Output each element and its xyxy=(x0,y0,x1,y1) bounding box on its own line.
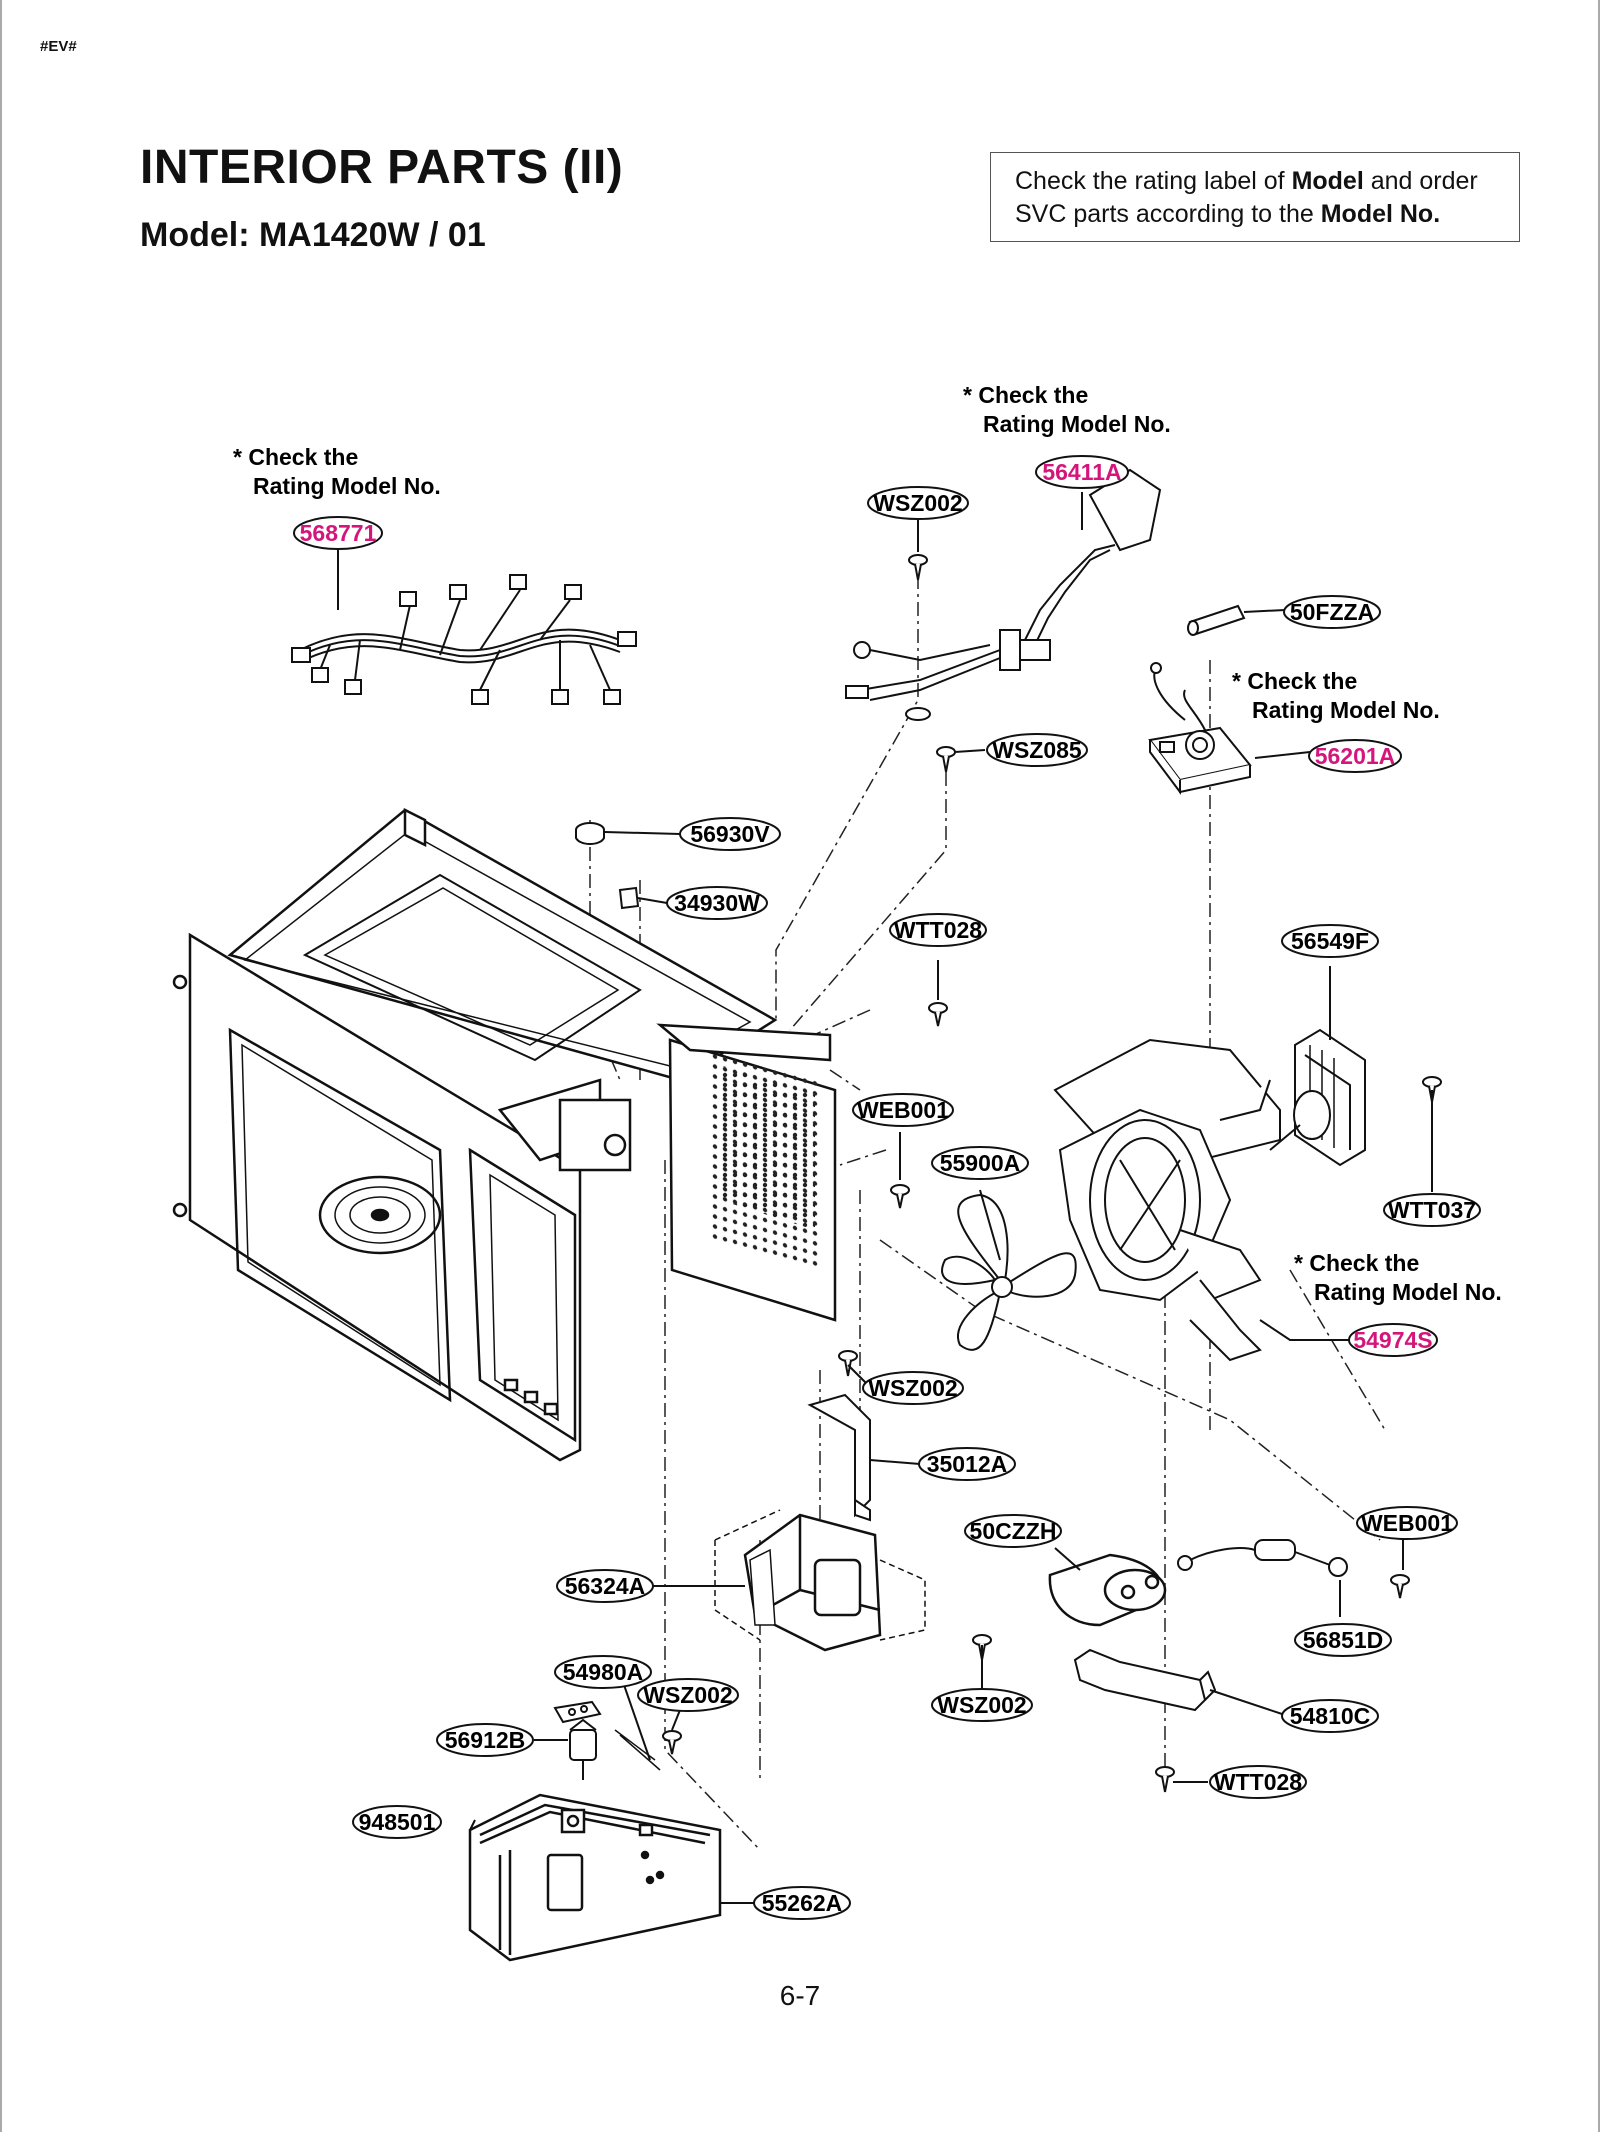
notice-bold-2: Model No. xyxy=(1320,200,1441,228)
vent-holes xyxy=(720,1065,815,1230)
part-label-WSZ085: WSZ085 xyxy=(986,733,1088,767)
part-label-56851D: 56851D xyxy=(1294,1623,1392,1657)
stirrer-motor-part xyxy=(553,1700,661,1780)
part-label-50CZZH: 50CZZH xyxy=(964,1514,1062,1548)
svg-text:WEB001: WEB001 xyxy=(1361,1510,1453,1536)
fuse-part xyxy=(1187,604,1246,636)
page-border-right xyxy=(1598,0,1600,2132)
svg-text:56549F: 56549F xyxy=(1291,928,1369,954)
svg-text:50CZZH: 50CZZH xyxy=(970,1518,1057,1544)
svg-text:WSZ002: WSZ002 xyxy=(643,1682,732,1708)
part-label-WTT028-a: WTT028 xyxy=(889,913,987,947)
note-1-line1: * Check the xyxy=(233,444,358,470)
part-label-WSZ002-c: WSZ002 xyxy=(637,1678,739,1712)
svg-text:54810C: 54810C xyxy=(1290,1703,1371,1729)
transformer-bracket-part xyxy=(807,1393,871,1522)
part-label-54980A: 54980A xyxy=(554,1655,652,1689)
noise-filter-part xyxy=(1148,662,1252,795)
svg-text:35012A: 35012A xyxy=(927,1451,1008,1477)
part-label-56930V: 56930V xyxy=(679,817,781,851)
svg-text:WSZ002: WSZ002 xyxy=(873,490,962,516)
stirrer-cover-part xyxy=(468,1793,722,1962)
part-label-54974S: 54974S xyxy=(1348,1323,1438,1357)
note-4-line1: * Check the xyxy=(1294,1250,1419,1276)
screw-parts xyxy=(662,554,1442,1793)
part-label-55262A: 55262A xyxy=(753,1886,851,1920)
part-label-WTT028-b: WTT028 xyxy=(1209,1765,1307,1799)
notice-text-1: Check the rating label of xyxy=(1015,167,1292,195)
part-label-54810C: 54810C xyxy=(1281,1699,1379,1733)
svg-text:56201A: 56201A xyxy=(1315,743,1396,769)
svg-text:34930W: 34930W xyxy=(674,890,760,916)
part-label-34930W: 34930W xyxy=(666,886,768,920)
svg-text:WEB001: WEB001 xyxy=(857,1097,949,1123)
wire-harness-part xyxy=(291,574,637,705)
svg-text:56912B: 56912B xyxy=(445,1727,526,1753)
note-3-line1: * Check the xyxy=(1232,668,1357,694)
part-label-56201A: 56201A xyxy=(1308,739,1402,773)
page-border-left xyxy=(0,0,2,2132)
leader-lines xyxy=(337,492,1433,1904)
part-label-948501: 948501 xyxy=(352,1805,442,1839)
svg-text:948501: 948501 xyxy=(359,1809,436,1835)
note-2-line2: Rating Model No. xyxy=(983,411,1171,437)
svg-text:55262A: 55262A xyxy=(762,1890,843,1916)
notice-bold-1: Model xyxy=(1291,167,1364,195)
note-3-line2: Rating Model No. xyxy=(1252,697,1440,723)
svg-text:WTT028: WTT028 xyxy=(894,917,982,943)
svg-text:54980A: 54980A xyxy=(563,1659,644,1685)
svg-text:WSZ085: WSZ085 xyxy=(992,737,1082,763)
page-number: 6-7 xyxy=(779,1980,821,2011)
part-label-35012A: 35012A xyxy=(918,1447,1016,1481)
svg-text:WTT037: WTT037 xyxy=(1388,1197,1476,1223)
part-label-WEB001-b: WEB001 xyxy=(1356,1506,1458,1540)
capacitor-part xyxy=(1048,1553,1167,1627)
svg-text:56851D: 56851D xyxy=(1303,1627,1384,1653)
note-4-line2: Rating Model No. xyxy=(1314,1279,1502,1305)
part-label-WSZ002-d: WSZ002 xyxy=(931,1688,1033,1722)
svg-text:568771: 568771 xyxy=(300,520,377,546)
air-duct-part xyxy=(1053,1038,1281,1362)
svg-text:55900A: 55900A xyxy=(940,1150,1021,1176)
capacitor-bracket-part xyxy=(1073,1648,1217,1712)
power-cord-part xyxy=(845,468,1162,721)
notice-box: Check the rating label of Model and orde… xyxy=(990,152,1520,242)
page-title: INTERIOR PARTS (II) xyxy=(140,141,624,194)
part-label-56549F: 56549F xyxy=(1281,924,1379,958)
part-label-WEB001-a: WEB001 xyxy=(852,1093,954,1127)
svg-text:WSZ002: WSZ002 xyxy=(937,1692,1026,1718)
part-label-56411A: 56411A xyxy=(1035,455,1129,489)
part-label-56912B: 56912B xyxy=(436,1723,534,1757)
svg-text:56411A: 56411A xyxy=(1042,459,1121,485)
transformer-part xyxy=(714,1509,926,1652)
part-label-50FZZA: 50FZZA xyxy=(1283,595,1381,629)
svg-text:54974S: 54974S xyxy=(1353,1327,1432,1353)
svg-text:WTT028: WTT028 xyxy=(1214,1769,1302,1795)
model-subtitle: Model: MA1420W / 01 xyxy=(140,216,486,254)
note-2-line1: * Check the xyxy=(963,382,1088,408)
part-label-WSZ002-a: WSZ002 xyxy=(867,486,969,520)
svg-text:WSZ002: WSZ002 xyxy=(868,1375,957,1401)
fan-blade-part xyxy=(941,1193,1077,1351)
page-tag: #EV# xyxy=(40,38,77,55)
part-label-55900A: 55900A xyxy=(931,1146,1029,1180)
part-label-568771: 568771 xyxy=(293,516,383,550)
notice-text-2: and order xyxy=(1363,167,1478,195)
part-label-WTT037: WTT037 xyxy=(1383,1193,1481,1227)
fan-motor-part xyxy=(1269,1028,1366,1167)
note-1-line2: Rating Model No. xyxy=(253,473,441,499)
rating-notes: * Check the Rating Model No. * Check the… xyxy=(233,382,1502,1305)
notice-text-3: SVC parts according to the xyxy=(1015,200,1321,228)
thermostat-part xyxy=(575,822,640,910)
part-label-WSZ002-b: WSZ002 xyxy=(862,1371,964,1405)
svg-text:50FZZA: 50FZZA xyxy=(1290,599,1374,625)
diode-part xyxy=(1177,1539,1348,1577)
svg-text:56324A: 56324A xyxy=(565,1573,646,1599)
part-label-56324A: 56324A xyxy=(556,1569,654,1603)
svg-text:56930V: 56930V xyxy=(690,821,770,847)
part-labels: 568771 56411A WSZ002 50FZZA 56201A WSZ08… xyxy=(293,455,1481,1920)
